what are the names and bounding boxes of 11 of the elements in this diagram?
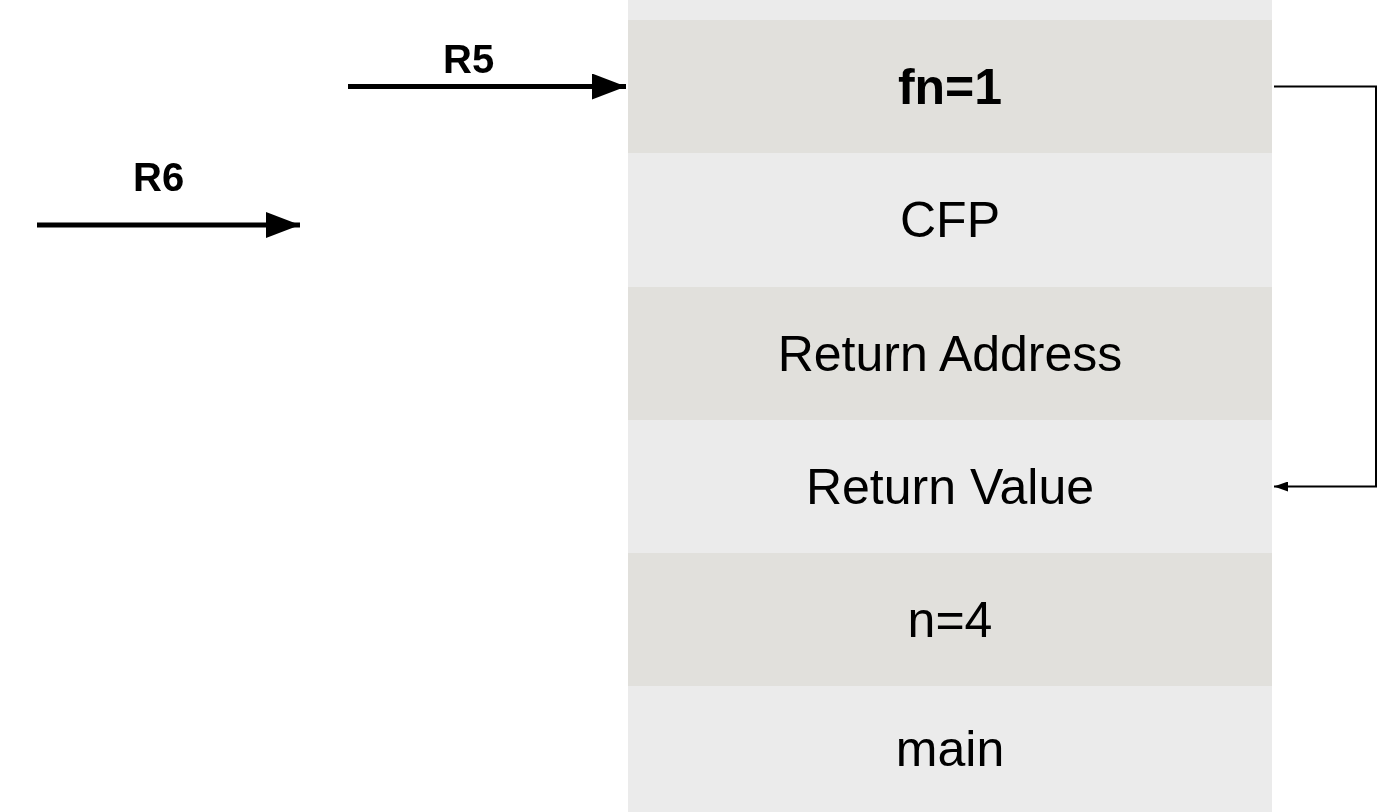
arrow bbox=[1273, 85, 1377, 492]
empty-cell bbox=[628, 0, 1272, 20]
stack-cell: CFP bbox=[628, 153, 1272, 287]
edge-label: R5 bbox=[443, 36, 495, 82]
stack-cell: Return Address bbox=[628, 287, 1272, 420]
arrow bbox=[348, 73, 626, 100]
stack-cell: Return Value bbox=[628, 420, 1272, 553]
stack-cell: n=4 bbox=[628, 553, 1272, 686]
stack-cell: fn=1 bbox=[628, 20, 1272, 153]
stack-cell: main bbox=[628, 686, 1272, 812]
register-label: R6 bbox=[133, 155, 185, 200]
